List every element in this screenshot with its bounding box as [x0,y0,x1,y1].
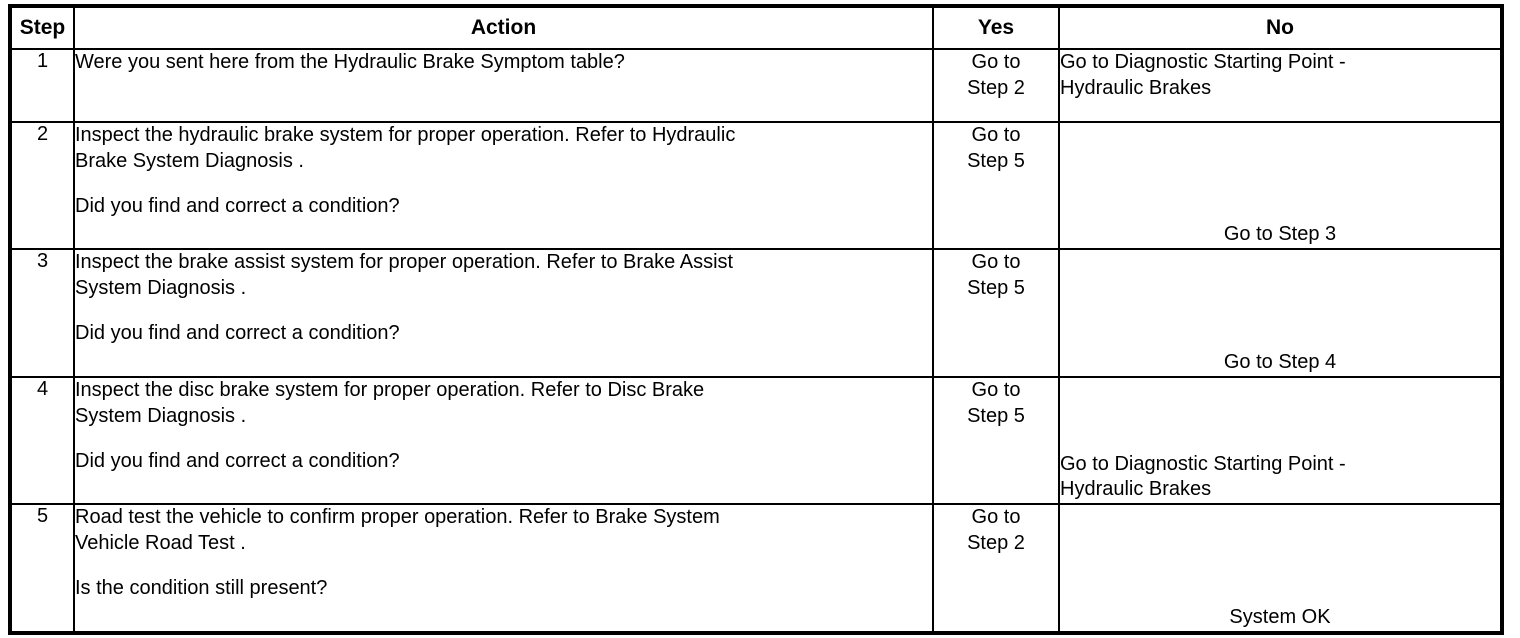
action-line: Inspect the brake assist system for prop… [75,251,734,273]
action-question: Did you find and correct a condition? [75,322,400,345]
no-line-1: Go to Step 4 [1223,351,1337,374]
column-header-no: No [1058,5,1503,50]
table-row: 2 Inspect the hydraulic brake system for… [9,121,1503,250]
action-line: Road test the vehicle to confirm proper … [75,506,720,528]
yes-line-2: Step 5 [967,404,1025,427]
table-row: 4 Inspect the disc brake system for prop… [9,376,1503,505]
step-number-cell: 2 [9,121,75,250]
table-body: 1 Were you sent here from the Hydraulic … [9,48,1503,634]
table-row: 1 Were you sent here from the Hydraulic … [9,48,1503,123]
action-spacer [75,429,932,449]
no-result-cell: System OK [1058,503,1503,634]
yes-line-2: Step 5 [967,149,1025,172]
step-number-cell: 3 [9,248,75,378]
action-spacer [75,556,932,576]
action-line: Vehicle Road Test . [75,531,246,554]
action-spacer [75,174,932,194]
action-line: Inspect the disc brake system for proper… [75,379,705,401]
step-number-cell: 1 [9,48,75,123]
no-line-1: Go to Diagnostic Starting Point - [1060,51,1346,73]
yes-line-1: Go to [971,506,1021,528]
action-cell: Inspect the disc brake system for proper… [73,376,934,505]
no-result-cell: Go to Diagnostic Starting Point - Hydrau… [1058,48,1503,123]
no-result-cell: Go to Diagnostic Starting Point - Hydrau… [1058,376,1503,505]
table-header-row: Step Action Yes No [9,5,1503,50]
no-line-1: System OK [1229,606,1331,629]
yes-line-1: Go to [971,124,1021,146]
action-cell: Were you sent here from the Hydraulic Br… [73,48,934,123]
yes-line-1: Go to [971,51,1021,73]
yes-line-1: Go to [971,379,1021,401]
yes-line-2: Step 2 [967,531,1025,554]
yes-line-2: Step 5 [967,276,1025,299]
no-line-2: Hydraulic Brakes [1060,478,1212,501]
diagnostic-steps-table: Step Action Yes No 1 Were you sent here … [8,4,1504,635]
yes-result-cell: Go to Step 2 [932,503,1060,634]
column-header-step: Step [9,5,75,50]
yes-result-cell: Go to Step 5 [932,121,1060,250]
action-question: Did you find and correct a condition? [75,195,400,218]
table-row: 3 Inspect the brake assist system for pr… [9,248,1503,378]
no-line-2: Hydraulic Brakes [1060,76,1212,99]
column-header-yes: Yes [932,5,1060,50]
table-header: Step Action Yes No [9,5,1503,50]
yes-line-2: Step 2 [967,76,1025,99]
no-result-cell: Go to Step 4 [1058,248,1503,378]
yes-result-cell: Go to Step 2 [932,48,1060,123]
table-row: 5 Road test the vehicle to confirm prope… [9,503,1503,634]
action-line: Inspect the hydraulic brake system for p… [75,124,736,146]
action-line: System Diagnosis . [75,404,247,427]
action-line: System Diagnosis . [75,276,247,299]
column-header-action: Action [73,5,934,50]
action-spacer [75,301,932,321]
no-result-cell: Go to Step 3 [1058,121,1503,250]
yes-result-cell: Go to Step 5 [932,376,1060,505]
action-question: Is the condition still present? [75,577,328,600]
no-line-1: Go to Diagnostic Starting Point - [1060,452,1346,475]
action-cell: Inspect the hydraulic brake system for p… [73,121,934,250]
action-line: Brake System Diagnosis . [75,149,304,172]
action-cell: Inspect the brake assist system for prop… [73,248,934,378]
action-cell: Road test the vehicle to confirm proper … [73,503,934,634]
step-number-cell: 5 [9,503,75,634]
yes-result-cell: Go to Step 5 [932,248,1060,378]
yes-line-1: Go to [971,251,1021,273]
step-number-cell: 4 [9,376,75,505]
action-question: Did you find and correct a condition? [75,450,400,473]
no-line-1: Go to Step 3 [1223,223,1337,246]
action-line: Were you sent here from the Hydraulic Br… [75,51,625,73]
